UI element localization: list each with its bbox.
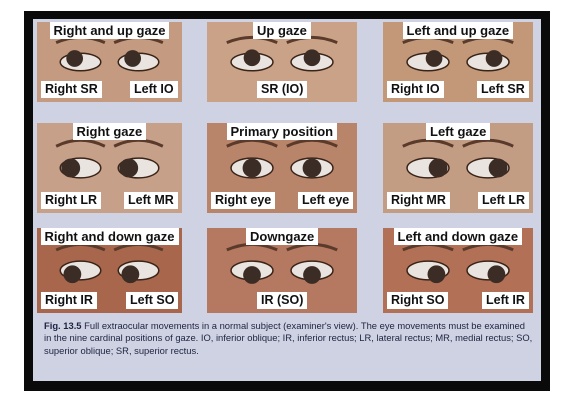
left-iris — [303, 49, 321, 67]
eyes-illustration — [402, 138, 514, 179]
muscle-label-right-eye: Right IR — [41, 292, 97, 309]
muscle-label-right-eye: Right IO — [387, 81, 444, 98]
right-eyebrow — [226, 138, 278, 148]
right-iris — [427, 265, 446, 284]
left-eyebrow — [113, 242, 164, 252]
eyes-illustration — [55, 138, 164, 179]
muscle-label-left-eye: Left SO — [126, 292, 179, 309]
eyes-illustration — [226, 138, 338, 179]
muscle-label: IR (SO) — [257, 292, 308, 309]
left-eyebrow — [286, 138, 338, 148]
left-iris — [487, 265, 506, 284]
muscle-label-right-eye: Right SR — [41, 81, 102, 98]
gaze-label: Left gaze — [426, 123, 491, 140]
left-iris — [302, 158, 322, 178]
muscle-label-right-eye: Right MR — [387, 192, 450, 209]
eyes-illustration — [55, 35, 164, 72]
caption-label: Fig. 13.5 — [44, 320, 82, 331]
muscle-label-right-eye: Right SO — [387, 292, 449, 309]
left-iris — [303, 266, 321, 284]
right-eyebrow — [226, 35, 278, 45]
right-iris — [61, 158, 81, 178]
muscle-label-left-eye: Left IR — [482, 292, 529, 309]
right-eyebrow — [55, 242, 106, 252]
left-iris — [119, 158, 139, 178]
eyes-illustration — [55, 242, 164, 284]
left-iris — [488, 158, 508, 178]
left-iris — [124, 50, 142, 67]
gaze-label: Left and up gaze — [402, 22, 514, 39]
left-iris — [485, 50, 503, 67]
left-eyebrow — [462, 242, 514, 252]
muscle-label-left-eye: Left IO — [130, 81, 178, 98]
right-eyebrow — [55, 138, 106, 148]
gaze-label: Right and up gaze — [49, 22, 170, 39]
gaze-label: Downgaze — [246, 228, 319, 245]
eyes-illustration — [226, 35, 338, 72]
right-eyebrow — [226, 242, 278, 252]
gaze-label: Primary position — [226, 123, 338, 140]
right-iris — [428, 158, 448, 178]
figure-caption: Fig. 13.5 Full extraocular movements in … — [44, 320, 534, 357]
gaze-label: Left and down gaze — [393, 228, 523, 245]
right-eyebrow — [402, 138, 454, 148]
gaze-label: Up gaze — [253, 22, 311, 39]
gaze-label: Right and down gaze — [40, 228, 179, 245]
right-iris — [425, 50, 443, 67]
right-iris — [242, 158, 262, 178]
left-eyebrow — [462, 138, 514, 148]
right-iris — [243, 49, 261, 67]
muscle-label-left-eye: Left SR — [477, 81, 529, 98]
muscle-label-right-eye: Right LR — [41, 192, 102, 209]
muscle-label-right-eye: Right eye — [211, 192, 276, 209]
right-iris — [63, 265, 82, 284]
muscle-label-left-eye: Left eye — [298, 192, 354, 209]
muscle-label-left-eye: Left LR — [478, 192, 530, 209]
muscle-label: SR (IO) — [257, 81, 308, 98]
right-eyebrow — [402, 242, 454, 252]
left-eyebrow — [286, 35, 338, 45]
muscle-label-left-eye: Left MR — [124, 192, 178, 209]
caption-text: Full extraocular movements in a normal s… — [44, 320, 533, 356]
eyes-illustration — [402, 35, 514, 72]
left-eyebrow — [113, 138, 164, 148]
right-iris — [66, 50, 84, 67]
left-iris — [121, 265, 140, 284]
left-eyebrow — [286, 242, 338, 252]
right-iris — [243, 266, 261, 284]
gaze-label: Right gaze — [72, 123, 147, 140]
